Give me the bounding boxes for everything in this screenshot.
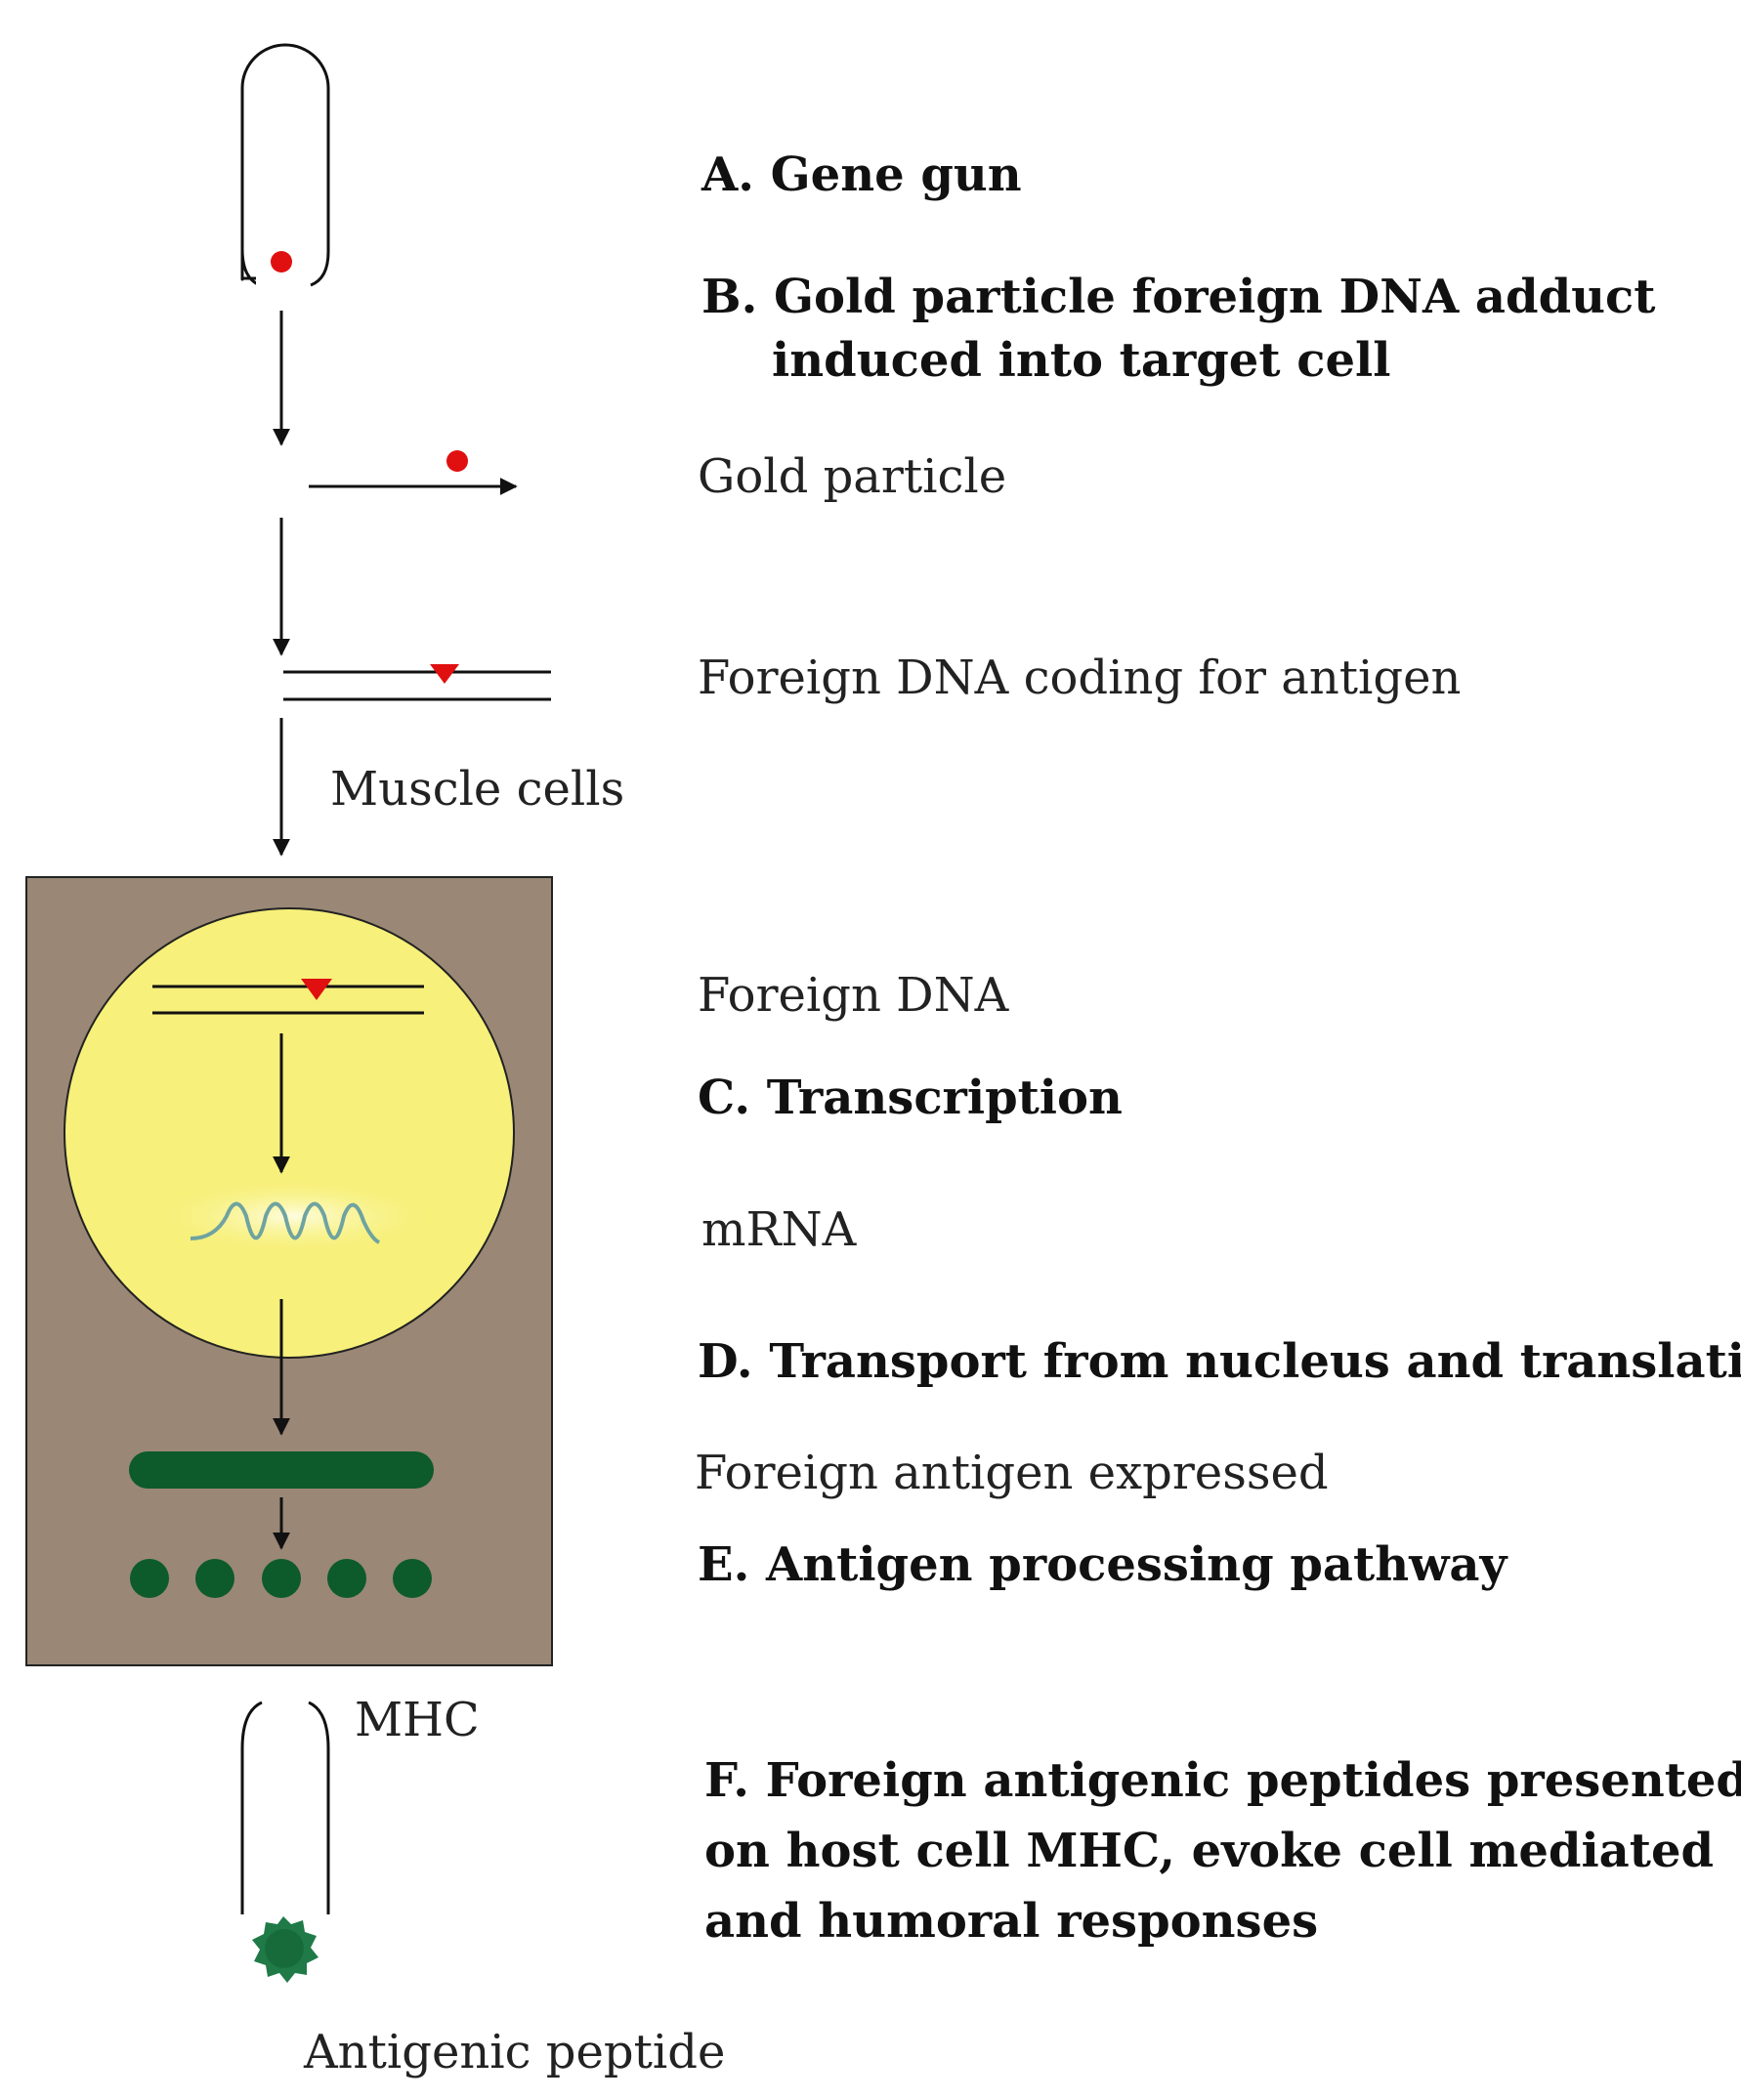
label-muscle-cells: Muscle cells bbox=[330, 762, 625, 817]
step-a-gene-gun: A. Gene gun bbox=[701, 147, 1022, 202]
nuclear-dna-antigen-marker bbox=[301, 979, 332, 1000]
processed-peptide bbox=[195, 1559, 234, 1598]
step-f-line-1: F. Foreign antigenic peptides presented bbox=[704, 1753, 1741, 1808]
gold-particle-ejected bbox=[446, 450, 468, 472]
mrna-wave bbox=[190, 1201, 381, 1244]
step-f-line-3: and humoral responses bbox=[704, 1894, 1319, 1949]
step-d-transport-translation: D. Transport from nucleus and translatio… bbox=[698, 1334, 1741, 1389]
antigenic-peptide-core bbox=[265, 1929, 304, 1968]
label-foreign-dna: Foreign DNA bbox=[698, 968, 1009, 1023]
step-c-transcription: C. Transcription bbox=[698, 1071, 1123, 1125]
step-b-line-1: B. Gold particle foreign DNA adduct bbox=[701, 270, 1656, 324]
dna-antigen-marker bbox=[430, 664, 459, 684]
nucleus bbox=[64, 907, 515, 1359]
processed-peptide bbox=[262, 1559, 301, 1598]
label-foreign-dna-coding: Foreign DNA coding for antigen bbox=[698, 651, 1462, 705]
processed-peptide bbox=[130, 1559, 169, 1598]
step-f-line-2: on host cell MHC, evoke cell mediated bbox=[704, 1824, 1715, 1878]
step-f-peptides-presented: F. Foreign antigenic peptides presented … bbox=[704, 1745, 1741, 1956]
processed-peptide bbox=[393, 1559, 432, 1598]
gold-particle-in-gun bbox=[271, 251, 292, 273]
mhc-molecule bbox=[240, 1701, 330, 1914]
label-mhc: MHC bbox=[355, 1693, 480, 1747]
label-foreign-antigen-expressed: Foreign antigen expressed bbox=[695, 1446, 1329, 1500]
step-b-line-2: induced into target cell bbox=[772, 332, 1391, 388]
gene-gun-capsule bbox=[240, 43, 330, 287]
processed-peptide bbox=[327, 1559, 366, 1598]
label-antigenic-peptide: Antigenic peptide bbox=[304, 2025, 726, 2079]
label-mrna: mRNA bbox=[701, 1202, 857, 1257]
capsule-gap-mask bbox=[256, 273, 305, 293]
step-e-antigen-processing: E. Antigen processing pathway bbox=[698, 1537, 1507, 1592]
label-gold-particle: Gold particle bbox=[698, 449, 1007, 504]
step-b-gold-particle: B. Gold particle foreign DNA adduct indu… bbox=[701, 272, 1655, 387]
expressed-antigen-bar bbox=[129, 1451, 434, 1489]
nucleus-highlight bbox=[147, 1177, 440, 1255]
